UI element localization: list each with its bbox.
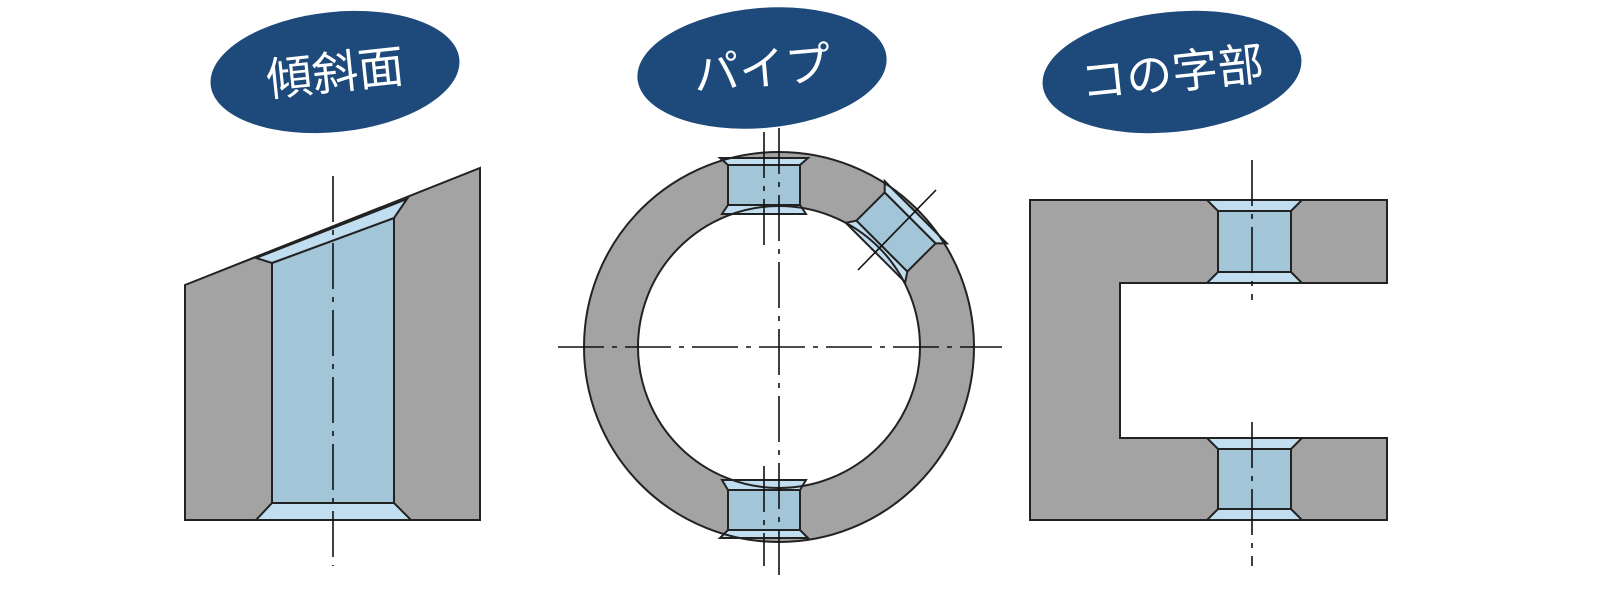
pipe-part bbox=[558, 128, 1002, 575]
badge-ellipse bbox=[1042, 10, 1302, 134]
label-badge-pipe: パイプ bbox=[637, 7, 887, 129]
badge-ellipse bbox=[637, 7, 887, 129]
channel-hole-upper bbox=[1204, 199, 1305, 284]
label-badge-inclined-surface: 傾斜面 bbox=[210, 10, 460, 134]
channel-part bbox=[1029, 160, 1388, 566]
label-pipe: パイプ bbox=[691, 36, 833, 102]
label-badge-channel: コの字部 bbox=[1042, 10, 1302, 134]
channel-hole-lower bbox=[1204, 437, 1305, 521]
inclined-hole-top-chamfer bbox=[252, 196, 410, 265]
badge-ellipse bbox=[210, 10, 460, 134]
pipe-hole-diagonal-centerline bbox=[857, 189, 937, 271]
inclined-surface-part bbox=[184, 166, 481, 566]
channel-body bbox=[1029, 199, 1388, 521]
